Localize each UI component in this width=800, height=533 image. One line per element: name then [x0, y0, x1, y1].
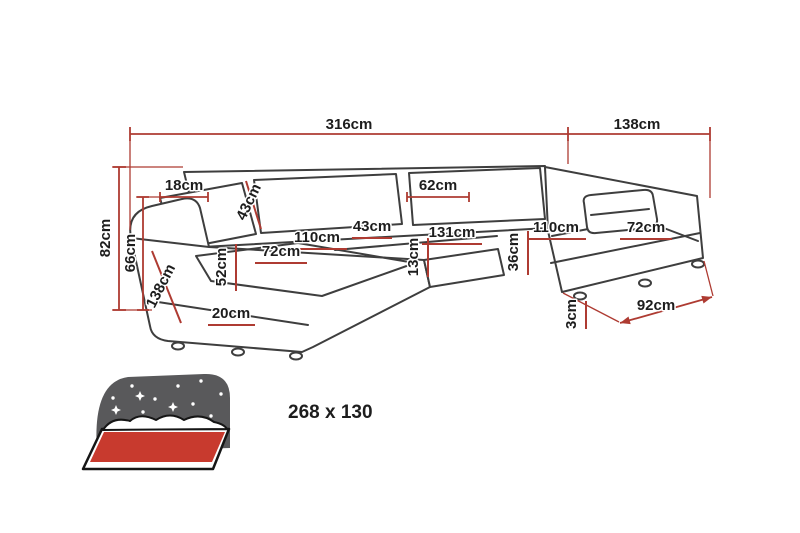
left-chaise-leg	[231, 347, 245, 357]
dim-label-middle-seat-width: 131cm	[429, 224, 476, 241]
right-chaise-leg	[691, 259, 705, 269]
dim-label-width-right: 138cm	[614, 116, 661, 133]
arrowhead-right	[701, 295, 712, 304]
star-dot	[153, 397, 157, 401]
sofa-drawing	[129, 165, 705, 361]
dim-label-right-seat-width: 72cm	[627, 219, 665, 236]
dim-line-92	[619, 296, 713, 324]
star-dot	[176, 384, 180, 388]
star-dot	[209, 414, 213, 418]
dim-line-43-back	[245, 180, 262, 230]
dim-label-left-seat-depth: 110cm	[294, 229, 340, 246]
dimension-lines	[112, 127, 714, 329]
sleeping-function-icon	[81, 373, 231, 471]
dim-label-back-cushion-width: 62cm	[419, 177, 457, 194]
right-chaise-leg	[638, 278, 652, 288]
right-pillow-fold	[590, 208, 650, 216]
left-base-seam	[157, 301, 309, 326]
right-chaise-front-seam	[550, 232, 701, 264]
left-chaise-leg	[171, 341, 185, 351]
dim-label-base-height: 20cm	[212, 305, 250, 322]
star-dot	[199, 379, 203, 383]
dim-label-middle-front-height: 13cm	[405, 238, 422, 276]
right-chaise-leg	[573, 291, 587, 301]
dim-label-right-chaise-depth: 92cm	[637, 297, 675, 314]
star-dot	[191, 402, 195, 406]
star-sparkle-icon	[111, 405, 121, 415]
dim-extension	[562, 292, 620, 323]
dim-label-right-seat-depth: 110cm	[533, 219, 579, 236]
star-dot	[141, 410, 145, 414]
dim-label-right-front-height: 36cm	[505, 233, 522, 271]
dim-line-138-left	[151, 250, 182, 324]
dim-label-width-main: 316cm	[326, 116, 373, 133]
star-dot	[219, 392, 223, 396]
dim-label-height-total: 82cm	[97, 219, 114, 257]
left-chaise-leg	[289, 351, 303, 361]
dimension-labels: 316cm 138cm 82cm 66cm 18cm 43cm 62cm 110…	[96, 115, 677, 331]
bed-blanket	[102, 414, 228, 431]
star-sparkle-icon	[168, 402, 178, 412]
star-dot	[130, 384, 134, 388]
sleeping-area-size: 268 x 130	[288, 402, 373, 423]
star-dot	[111, 396, 115, 400]
dim-label-seat-cushion-width: 43cm	[353, 218, 391, 235]
middle-front-face	[423, 248, 505, 288]
dim-extension	[703, 260, 714, 297]
bed-mattress	[90, 432, 225, 462]
back-cushion-center-right	[408, 167, 546, 226]
dim-label-leg-height: 3cm	[563, 299, 580, 329]
back-cushion-center-left	[253, 173, 403, 234]
star-sparkle-icon	[135, 391, 145, 401]
dim-label-armrest: 18cm	[165, 177, 203, 194]
dim-label-height-inner: 66cm	[122, 234, 139, 272]
dim-label-left-seat-width: 72cm	[262, 243, 300, 260]
dim-label-left-front-height: 52cm	[213, 248, 230, 286]
left-seat-cushion	[195, 242, 416, 297]
arrowhead-left	[620, 316, 631, 325]
middle-seat-seam	[334, 235, 498, 251]
